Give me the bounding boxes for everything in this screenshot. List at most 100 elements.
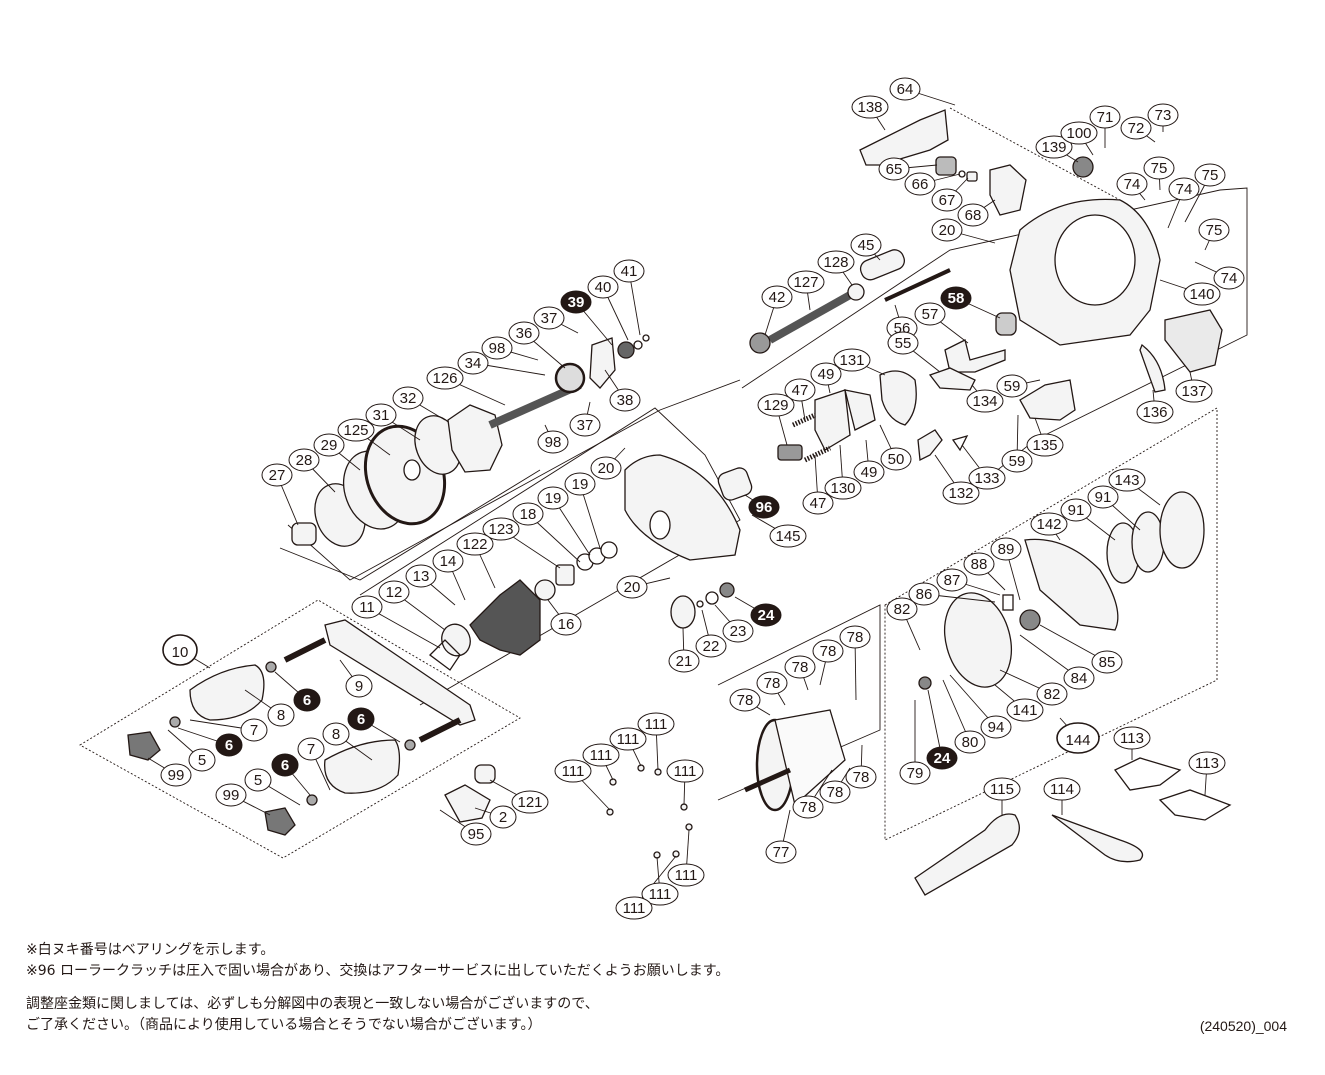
callout-badge — [880, 447, 912, 471]
callout-number: 122 — [462, 536, 487, 553]
callout-39: 39 — [560, 290, 592, 314]
callout-number: 75 — [1206, 222, 1223, 239]
callout-132: 132 — [942, 481, 980, 505]
callout-badge — [215, 783, 247, 807]
callout-number: 40 — [595, 279, 612, 296]
callout-16: 16 — [550, 612, 582, 636]
callout-99: 99 — [215, 783, 247, 807]
part-123-nut — [555, 564, 575, 586]
callout-134: 134 — [966, 389, 1004, 413]
part-9-handle-arm — [324, 619, 476, 726]
callout-number: 114 — [1050, 781, 1074, 798]
callout-number: 58 — [948, 290, 965, 307]
callout-128: 128 — [817, 250, 855, 274]
callout-number: 78 — [800, 799, 817, 816]
callout-143: 143 — [1108, 468, 1146, 492]
callout-badge — [667, 863, 705, 887]
callout-badge — [1147, 103, 1179, 127]
callout-number: 136 — [1142, 404, 1167, 421]
part-99-cap-b — [264, 807, 296, 836]
callout-badge — [432, 549, 464, 573]
callout-badge — [537, 486, 569, 510]
callout-138: 138 — [851, 95, 889, 119]
part-143-cap — [1159, 491, 1205, 569]
callout-127: 127 — [787, 270, 825, 294]
callout-number: 28 — [296, 452, 313, 469]
part-77-spool-body — [774, 709, 846, 807]
callout-number: 45 — [858, 237, 875, 254]
part-number-callouts: 6413865666768139100717273747574757574140… — [160, 77, 1245, 920]
part-47-spring-top — [791, 412, 817, 428]
callout-number: 143 — [1114, 472, 1139, 489]
callout-9: 9 — [345, 674, 373, 698]
callout-10: 10 — [162, 634, 198, 666]
callout-number: 14 — [440, 553, 457, 570]
part-96-roller-clutch — [717, 467, 753, 501]
callout-badge — [637, 712, 675, 736]
callout-95: 95 — [460, 822, 492, 846]
callout-number: 7 — [307, 741, 315, 758]
callout-6: 6 — [271, 753, 299, 777]
callout-number: 20 — [939, 222, 956, 239]
callout-number: 98 — [489, 340, 506, 357]
callout-number: 85 — [1099, 654, 1116, 671]
callout-badge — [1056, 722, 1100, 754]
callout-78: 78 — [784, 655, 816, 679]
callout-41: 41 — [613, 259, 645, 283]
callout-number: 65 — [886, 161, 903, 178]
callout-5: 5 — [188, 748, 216, 772]
callout-number: 82 — [1044, 686, 1061, 703]
callout-2: 2 — [489, 805, 517, 829]
callout-142: 142 — [1030, 512, 1068, 536]
callout-84: 84 — [1063, 666, 1095, 690]
callout-number: 34 — [465, 355, 482, 372]
callout-57: 57 — [914, 302, 946, 326]
callout-badge — [162, 634, 198, 666]
callout-number: 111 — [590, 747, 613, 764]
part-6-bearing-a — [265, 661, 277, 673]
bearing-callout-badge — [748, 495, 780, 519]
part-39-bearing — [617, 341, 635, 359]
callout-42: 42 — [761, 285, 793, 309]
part-24-bearing — [719, 582, 735, 598]
callout-badge — [850, 233, 882, 257]
callout-32: 32 — [392, 386, 424, 410]
part-2-handle-plate — [444, 784, 491, 823]
part-36-gear — [554, 362, 586, 394]
callout-14: 14 — [432, 549, 464, 573]
callout-number: 87 — [944, 572, 961, 589]
callout-badge — [337, 418, 375, 442]
callout-number: 23 — [730, 623, 747, 640]
callout-78: 78 — [756, 671, 788, 695]
callout-badge — [508, 321, 540, 345]
callout-number: 142 — [1036, 516, 1061, 533]
part-113-decal-a — [1114, 757, 1182, 791]
callout-badge — [966, 389, 1004, 413]
callout-number: 22 — [703, 638, 720, 655]
callout-141: 141 — [1006, 698, 1044, 722]
callout-74: 74 — [1116, 172, 1148, 196]
callout-badge — [1026, 433, 1064, 457]
callout-badge — [313, 433, 345, 457]
callout-number: 78 — [764, 675, 781, 692]
part-8-knob-bottom — [324, 739, 401, 794]
callout-111: 111 — [666, 759, 704, 783]
callout-50: 50 — [880, 447, 912, 471]
part-111-h — [672, 850, 680, 858]
part-130-yoke — [814, 389, 851, 451]
part-111-a — [606, 808, 614, 816]
callout-78: 78 — [845, 765, 877, 789]
bearing-callout-badge — [271, 753, 299, 777]
part-9-handle-shaft-bottom — [418, 717, 462, 743]
callout-47: 47 — [784, 378, 816, 402]
callout-badge — [1120, 116, 1152, 140]
callout-number: 129 — [763, 397, 788, 414]
callout-58: 58 — [940, 286, 972, 310]
callout-number: 91 — [1068, 502, 1085, 519]
callout-badge — [878, 157, 910, 181]
callout-badge — [787, 270, 825, 294]
callout-number: 99 — [223, 787, 240, 804]
callout-number: 9 — [355, 678, 363, 695]
note-spacer — [26, 982, 729, 994]
callout-badge — [533, 306, 565, 330]
